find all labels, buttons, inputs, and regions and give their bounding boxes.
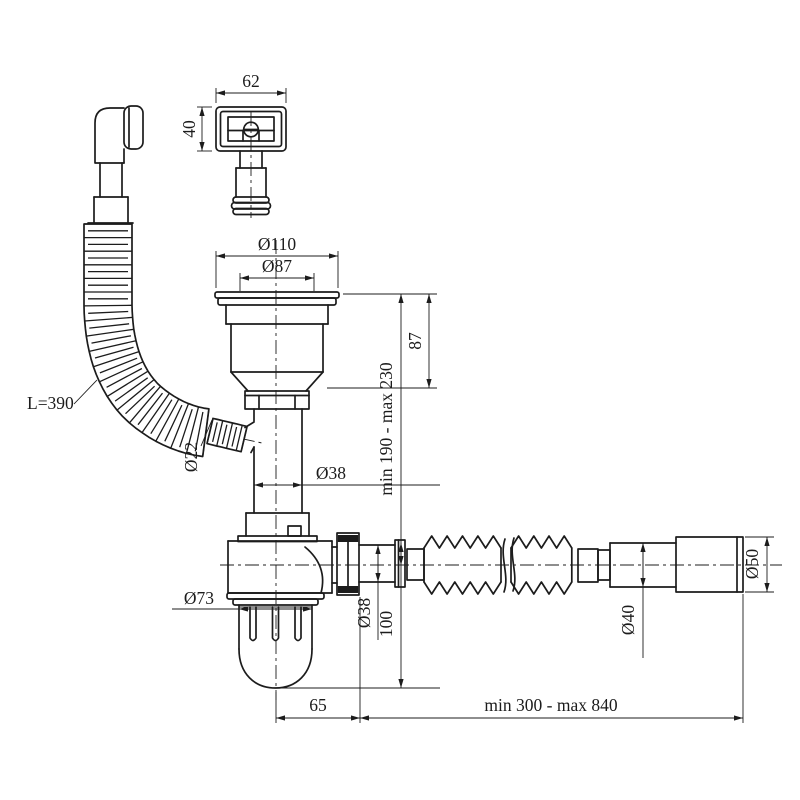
dim-body-height: 87 — [405, 332, 425, 350]
dim-cup-offset: 65 — [309, 695, 327, 715]
dim-bowl-diameter: Ø87 — [262, 256, 292, 276]
hose-thread-right — [577, 548, 599, 583]
dim-flange-diameter: Ø110 — [258, 234, 296, 254]
dim-outlet-pipe-diameter: Ø38 — [354, 598, 374, 628]
overflow-elbow — [87, 105, 144, 224]
overflow-hose-connector — [206, 417, 248, 453]
dimensions: 62 40 L=390 Ø110 Ø87 87 min 190 - max 23… — [27, 71, 774, 723]
dim-hose-length-range: min 300 - max 840 — [484, 695, 617, 715]
dim-height-range: min 190 - max 230 — [376, 362, 396, 495]
sink-strainer — [214, 291, 340, 410]
hose-break-line — [502, 538, 507, 593]
dim-overflow-height: 40 — [179, 120, 199, 138]
overflow-elbow-cap — [123, 105, 144, 150]
dim-hose-end-diameter: Ø50 — [742, 549, 762, 579]
siphon-body — [226, 512, 333, 606]
dim-drain-pipe-diameter: Ø38 — [316, 463, 346, 483]
dim-overflow-connector-diameter: Ø22 — [181, 442, 201, 472]
flexible-hose — [406, 535, 744, 595]
dim-outlet-depth: 100 — [376, 611, 396, 638]
hose-end-piece — [675, 536, 744, 593]
outlet-nut — [336, 532, 360, 596]
drain-pipe — [244, 408, 303, 514]
dim-cup-diameter: Ø73 — [184, 588, 214, 608]
siphon-cup — [238, 604, 313, 689]
dim-hose-length: L=390 — [27, 393, 74, 413]
siphon-outlet — [331, 532, 406, 596]
dim-hose-diameter: Ø40 — [618, 605, 638, 635]
dim-overflow-width: 62 — [242, 71, 260, 91]
overflow-fitting — [215, 106, 287, 216]
overflow-corrugated-hose — [83, 223, 210, 458]
hose-break-line — [511, 537, 516, 592]
strainer-nut — [244, 390, 310, 410]
center-lines — [191, 112, 782, 700]
hose-thread-left — [406, 548, 425, 581]
